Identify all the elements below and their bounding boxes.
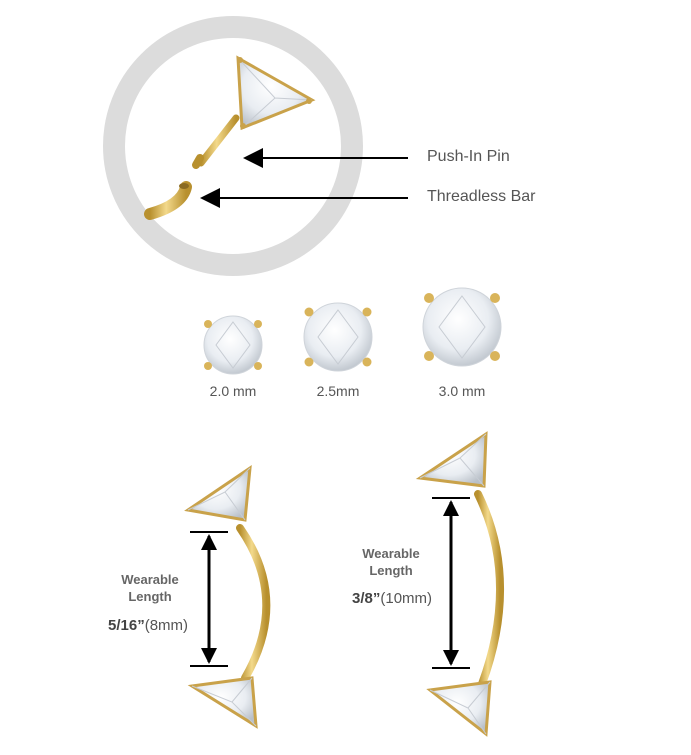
wearable-word: Wearable xyxy=(121,572,179,587)
barbell-long-icon xyxy=(415,431,505,737)
length-word: Length xyxy=(128,589,172,604)
gem-3mm-icon xyxy=(422,287,502,367)
wearable-word: Wearable xyxy=(362,546,420,561)
threadless-bar-label: Threadless Bar xyxy=(427,188,536,205)
gem-2mm-icon xyxy=(203,315,263,375)
length-value-short: 5/16”(8mm) xyxy=(108,617,188,634)
wearable-length-label-long: Wearable Length xyxy=(346,545,436,579)
length-metric: (10mm) xyxy=(380,590,433,607)
magnifier-ring xyxy=(103,16,363,276)
barbell-short-icon xyxy=(184,464,271,729)
measure-long-arrow xyxy=(432,497,470,669)
wearable-length-label-short: Wearable Length xyxy=(105,571,195,605)
length-value-long: 3/8”(10mm) xyxy=(352,590,432,607)
length-metric: (8mm) xyxy=(144,617,189,634)
length-imperial: 3/8” xyxy=(352,590,381,607)
gem-2-5mm-icon xyxy=(303,302,373,372)
size-label-2mm: 2.0 mm xyxy=(209,383,257,399)
size-label-3mm: 3.0 mm xyxy=(438,383,486,399)
size-label-2-5mm: 2.5mm xyxy=(316,383,360,399)
push-in-pin-icon xyxy=(192,55,316,169)
measure-short-arrow xyxy=(190,531,228,667)
length-word: Length xyxy=(369,563,413,578)
push-in-pin-label: Push-In Pin xyxy=(427,148,510,165)
length-imperial: 5/16” xyxy=(108,617,145,634)
threadless-bar-icon xyxy=(144,181,192,220)
